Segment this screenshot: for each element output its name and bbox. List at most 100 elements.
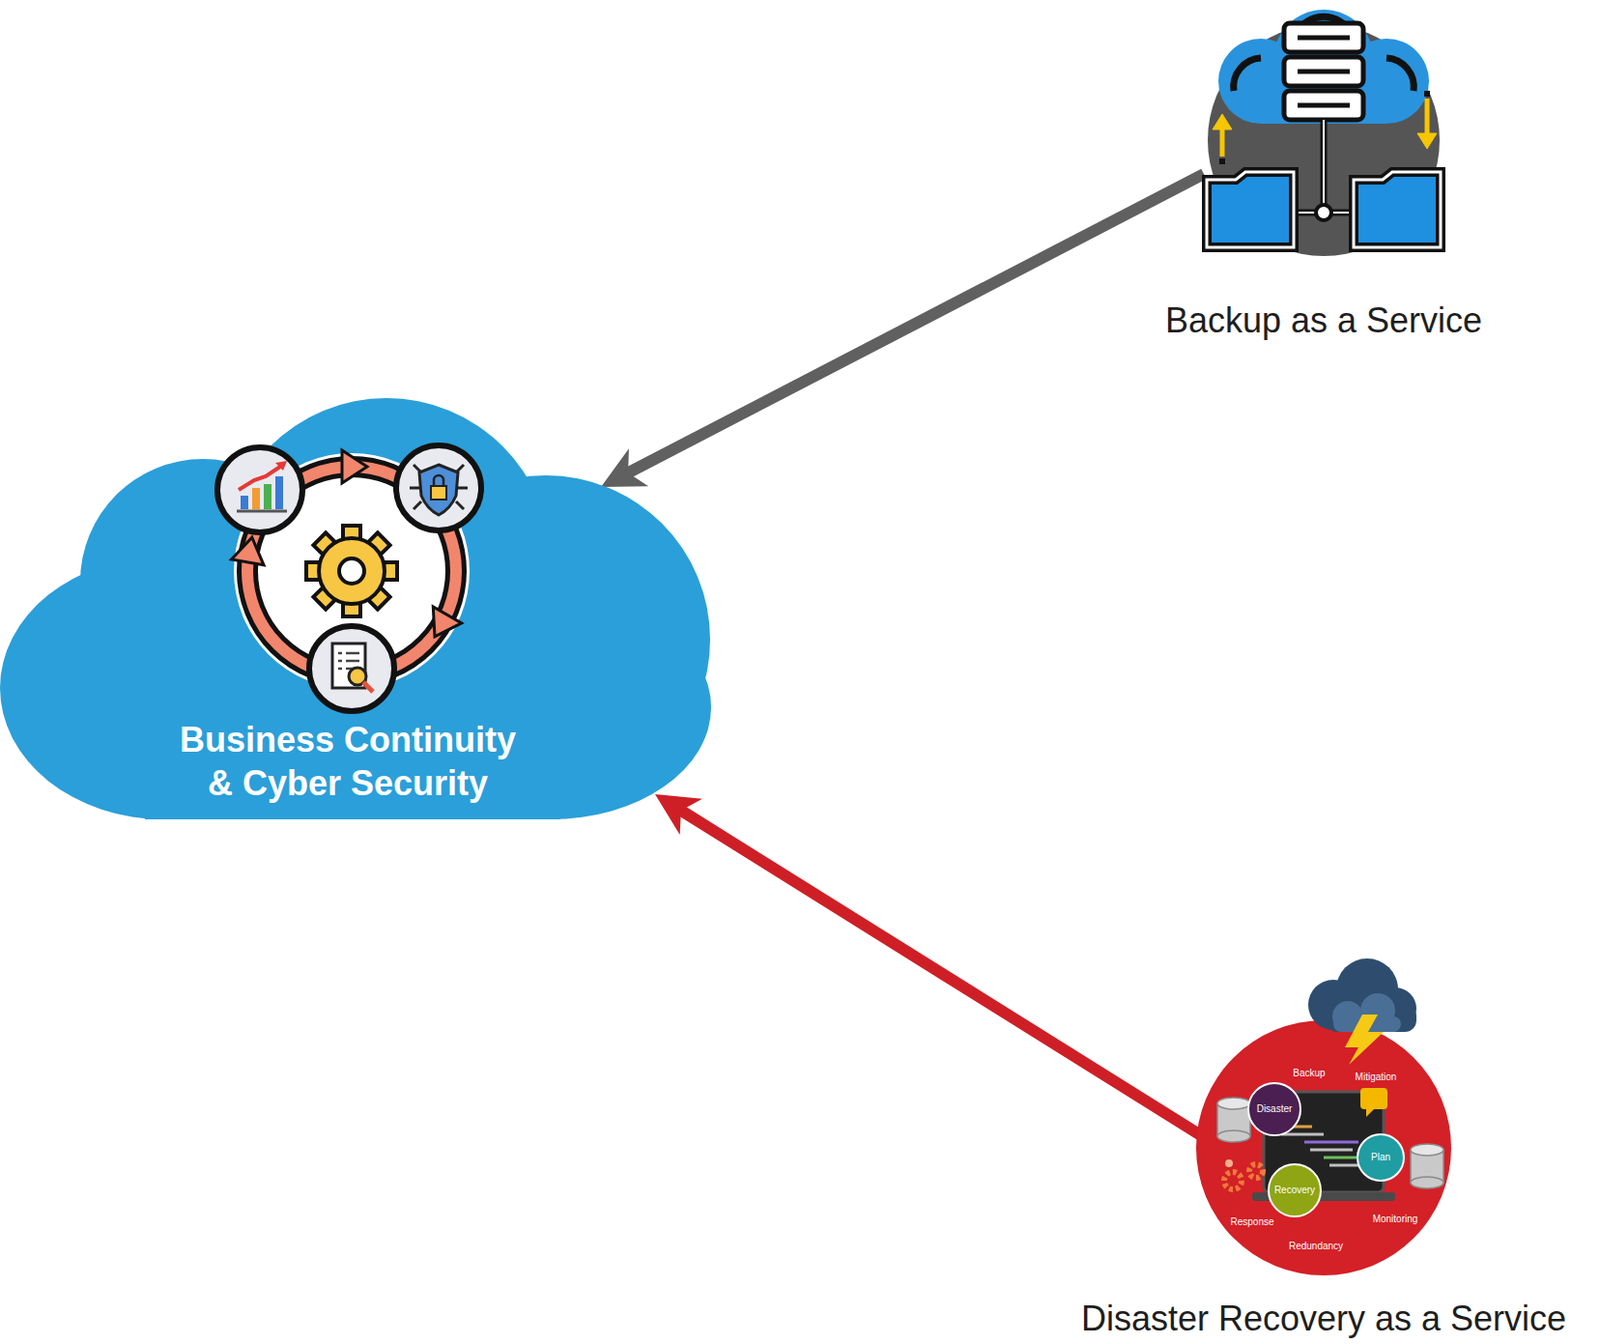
illustration-g bbox=[309, 626, 395, 712]
illustration-polygon bbox=[420, 606, 461, 646]
illustration-label: Redundancy bbox=[1288, 1240, 1343, 1253]
illustration-rect bbox=[1424, 90, 1430, 97]
illustration-rect bbox=[263, 484, 272, 510]
illustration-line bbox=[1329, 1164, 1359, 1168]
illustration-label: Recovery bbox=[1274, 1184, 1315, 1197]
illustration-circle bbox=[1249, 1164, 1263, 1178]
illustration-circle bbox=[1268, 1164, 1321, 1217]
node-title: Business Continuity & Cyber Security bbox=[171, 717, 525, 805]
illustration-label: Monitoring bbox=[1372, 1213, 1419, 1226]
illustration-g bbox=[0, 398, 712, 820]
illustration-circle bbox=[1196, 1020, 1452, 1276]
illustration-label: Plan bbox=[1371, 1151, 1391, 1164]
cloud-node: Business Continuity & Cyber Security bbox=[0, 398, 712, 820]
illustration-circle bbox=[1225, 1159, 1233, 1168]
illustration-rect bbox=[1284, 23, 1364, 53]
illustration-circle bbox=[318, 538, 385, 604]
illustration-ellipse bbox=[1217, 1097, 1251, 1110]
disaster-recovery-icon bbox=[1188, 956, 1459, 1276]
illustration-label: Backup bbox=[1292, 1067, 1325, 1080]
illustration-circle bbox=[396, 445, 482, 531]
illustration-circle bbox=[1315, 204, 1332, 221]
connector-line bbox=[627, 173, 1204, 474]
illustration-label: Disaster bbox=[1257, 1103, 1293, 1115]
service-icon-node: Disaster Recovery as a Service bbox=[1188, 956, 1459, 1276]
illustration-path bbox=[1206, 171, 1294, 248]
illustration-g bbox=[1206, 171, 1441, 248]
connector-line bbox=[679, 809, 1204, 1138]
illustration-rect bbox=[1284, 57, 1364, 86]
illustration-path bbox=[1353, 171, 1441, 248]
illustration-line bbox=[1297, 103, 1350, 109]
illustration-rect bbox=[144, 591, 561, 820]
illustration-polygon bbox=[342, 450, 368, 484]
illustration-g bbox=[1224, 1164, 1263, 1190]
illustration-g bbox=[306, 525, 398, 617]
node-caption: Backup as a Service bbox=[1165, 299, 1483, 342]
illustration-ellipse bbox=[1217, 1130, 1251, 1143]
illustration-g bbox=[1212, 98, 1437, 157]
illustration-label: Response bbox=[1229, 1216, 1274, 1229]
illustration-polygon bbox=[1366, 1109, 1374, 1117]
illustration-path bbox=[1233, 57, 1261, 91]
illustration-path bbox=[1206, 171, 1294, 248]
illustration-rect bbox=[252, 487, 260, 510]
illustration-rect bbox=[275, 476, 284, 510]
illustration-circle bbox=[217, 447, 303, 533]
illustration-polygon bbox=[231, 534, 269, 566]
illustration-circle bbox=[1207, 24, 1440, 257]
illustration-rect bbox=[240, 495, 249, 510]
illustration-line bbox=[1425, 98, 1430, 136]
illustration-line bbox=[1281, 1133, 1324, 1137]
illustration-circle bbox=[233, 453, 470, 689]
illustration-rect bbox=[332, 643, 366, 688]
illustration-rect bbox=[1360, 1087, 1388, 1110]
illustration-line bbox=[363, 682, 373, 692]
illustration-line bbox=[236, 510, 287, 514]
backup-icon bbox=[1200, 9, 1447, 256]
illustration-path bbox=[1353, 171, 1441, 248]
illustration-path bbox=[433, 475, 444, 486]
illustration-g bbox=[1281, 1126, 1363, 1166]
illustration-line bbox=[1220, 125, 1226, 157]
service-icon-node: Backup as a Service bbox=[1200, 9, 1447, 256]
illustration-line bbox=[338, 652, 343, 656]
illustration-g bbox=[217, 447, 303, 533]
illustration-circle bbox=[309, 626, 395, 712]
illustration-polygon bbox=[1417, 133, 1437, 149]
illustration-path bbox=[1293, 119, 1354, 213]
illustration-line bbox=[338, 667, 343, 671]
illustration-line bbox=[1297, 69, 1350, 75]
illustration-circle bbox=[1248, 1083, 1301, 1136]
illustration-g bbox=[1206, 171, 1441, 248]
arrow-head bbox=[600, 448, 649, 487]
illustration-path bbox=[1293, 119, 1354, 213]
illustration-g bbox=[1218, 9, 1429, 124]
illustration-label: Mitigation bbox=[1355, 1071, 1398, 1084]
illustration-polygon bbox=[1212, 114, 1232, 130]
illustration-ellipse bbox=[1410, 1143, 1444, 1156]
illustration-polygon bbox=[1344, 1014, 1384, 1065]
illustration-path bbox=[238, 464, 284, 490]
illustration-g bbox=[1297, 37, 1350, 106]
illustration-line bbox=[1310, 1148, 1353, 1152]
illustration-line bbox=[345, 652, 360, 656]
cycle-graphic bbox=[217, 445, 482, 712]
arrow-head bbox=[655, 794, 703, 835]
illustration-circle bbox=[1224, 1171, 1242, 1190]
illustration-line bbox=[338, 659, 343, 663]
illustration-circle bbox=[339, 558, 365, 584]
illustration-line bbox=[1304, 1141, 1359, 1144]
illustration-line bbox=[1297, 35, 1350, 41]
illustration-rect bbox=[1219, 158, 1226, 165]
node-caption: Disaster Recovery as a Service bbox=[1081, 1298, 1567, 1340]
illustration-rect bbox=[1284, 90, 1364, 120]
illustration-rect bbox=[430, 485, 447, 500]
illustration-g bbox=[396, 445, 482, 531]
illustration-ellipse bbox=[1410, 1176, 1444, 1189]
illustration-circle bbox=[1357, 1134, 1404, 1181]
illustration-line bbox=[345, 659, 360, 663]
illustration-polygon bbox=[275, 460, 287, 471]
illustration-g bbox=[1284, 23, 1364, 120]
